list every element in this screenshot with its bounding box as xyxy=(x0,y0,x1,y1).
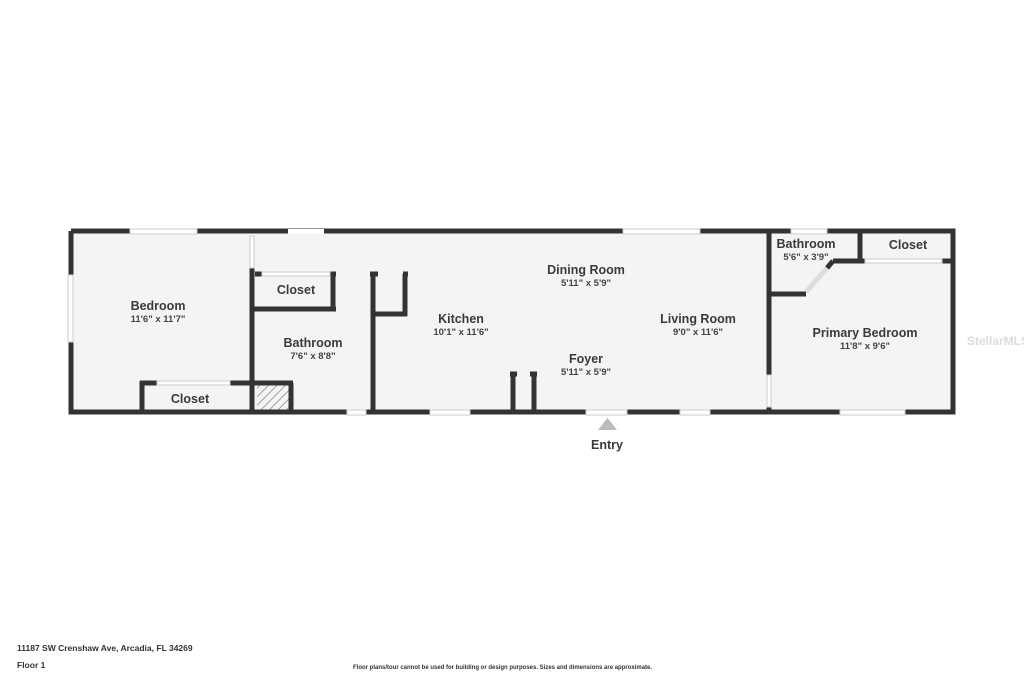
room-closet: Closet xyxy=(171,392,209,407)
closet-door xyxy=(864,258,943,264)
address: 11187 SW Crenshaw Ave, Arcadia, FL 34269 xyxy=(17,643,193,653)
room-dims: 7'6" x 8'8" xyxy=(290,351,336,362)
bathroom-door xyxy=(804,266,829,294)
hatched-area xyxy=(257,385,289,411)
entry-label: Entry xyxy=(591,438,623,452)
closet-door xyxy=(156,380,231,386)
watermark: StellarMLS xyxy=(967,334,1024,348)
room-dims: 5'11" x 5'9" xyxy=(561,367,611,378)
window xyxy=(679,409,711,416)
window xyxy=(429,409,471,416)
room-closet: Closet xyxy=(277,283,315,298)
window xyxy=(346,409,367,416)
door-opening xyxy=(249,235,255,269)
room-dims: 5'11" x 5'9" xyxy=(561,278,611,289)
windows-and-openings xyxy=(67,228,943,416)
entry-door-opening xyxy=(585,409,628,416)
opening xyxy=(288,229,324,234)
room-name: Closet xyxy=(888,238,928,252)
door-opening xyxy=(766,374,772,408)
window xyxy=(129,228,198,235)
room-closet: Closet xyxy=(889,238,927,253)
room-dims: 5'6" x 3'9" xyxy=(783,252,829,263)
room-name: Primary Bedroom xyxy=(812,326,918,340)
room-name: Bedroom xyxy=(130,299,186,313)
room-dims: 9'0" x 11'6" xyxy=(673,327,723,338)
room-dims: 11'8" x 9'6" xyxy=(840,341,890,352)
room-dims: 10'1" x 11'6" xyxy=(433,327,489,338)
window xyxy=(67,274,74,343)
window xyxy=(622,228,701,235)
room-name: Closet xyxy=(170,392,210,406)
room-name: Dining Room xyxy=(547,263,625,277)
closet-door xyxy=(261,271,331,277)
room-name: Bathroom xyxy=(776,237,836,251)
room-name: Living Room xyxy=(660,312,736,326)
floor-label: Floor 1 xyxy=(17,660,46,670)
room-dims: 11'6" x 11'7" xyxy=(130,314,186,325)
window xyxy=(839,409,906,416)
room-name: Foyer xyxy=(568,352,604,366)
room-name: Kitchen xyxy=(438,312,484,326)
disclaimer: Floor plans/tour cannot be used for buil… xyxy=(353,665,653,671)
room-name: Bathroom xyxy=(283,336,343,350)
entry-arrow-icon xyxy=(598,418,617,430)
room-name: Closet xyxy=(276,283,316,297)
window xyxy=(790,228,828,235)
